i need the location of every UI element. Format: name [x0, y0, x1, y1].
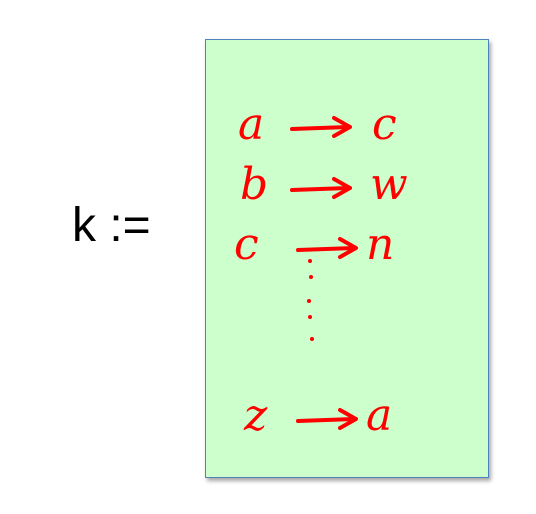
right-arrow-icon — [296, 237, 358, 259]
mapping-target-letter: a — [366, 390, 393, 441]
right-arrow-icon — [290, 177, 352, 199]
mapping-source-letter: b — [240, 159, 269, 210]
mapping-source-letter: z — [244, 390, 268, 441]
mapping-row: a c — [206, 99, 488, 151]
mapping-source-letter: c — [234, 219, 259, 270]
mapping-row: c n — [206, 219, 488, 271]
mapping-source-letter: a — [238, 99, 265, 150]
right-arrow-icon — [296, 408, 358, 430]
mapping-row: z a — [206, 390, 488, 442]
key-definition-label: k := — [72, 199, 151, 252]
mapping-target-letter: n — [366, 219, 395, 270]
substitution-key-box: a c b w c n z a — [205, 39, 489, 478]
vertical-ellipsis-icon — [307, 259, 314, 341]
right-arrow-icon — [290, 116, 352, 138]
mapping-row: b w — [206, 159, 488, 211]
mapping-target-letter: w — [370, 159, 408, 210]
mapping-target-letter: c — [372, 99, 397, 150]
